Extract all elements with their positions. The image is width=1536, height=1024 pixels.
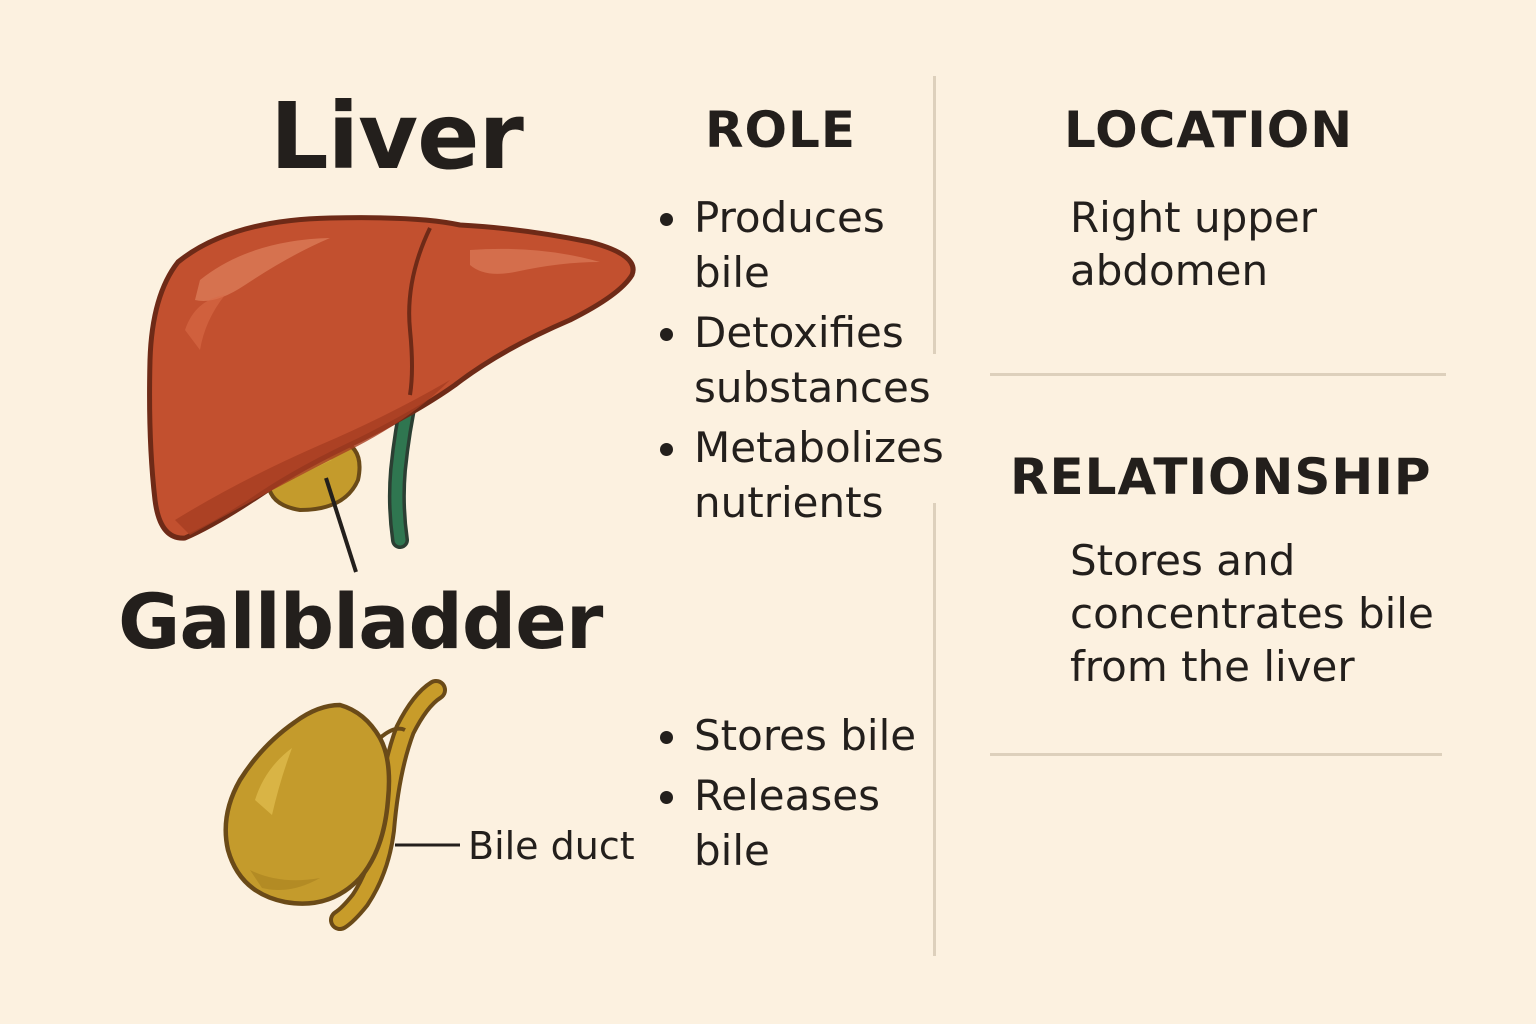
gallbladder-illustration	[223, 679, 460, 931]
vertical-divider	[933, 76, 936, 354]
gallbladder-role-item: Stores bile	[658, 708, 964, 763]
liver-role-item: Detoxifies substances	[658, 305, 964, 415]
gallbladder-title: Gallbladder	[118, 577, 603, 666]
horizontal-divider	[990, 753, 1442, 756]
gallbladder-role-list: Stores bile Releases bile	[658, 708, 964, 883]
liver-role-item: Produces bile	[658, 190, 964, 300]
location-heading: LOCATION	[1064, 101, 1354, 159]
gallbladder-role-item: Releases bile	[658, 768, 964, 878]
location-text: Right upper abdomen	[1070, 193, 1317, 295]
liver-title: Liver	[270, 83, 524, 190]
liver-role-list: Produces bile Detoxifies substances Meta…	[658, 190, 964, 535]
liver-role-item: Metabolizes nutrients	[658, 420, 964, 530]
role-heading: ROLE	[705, 101, 857, 159]
relationship-text: Stores and concentrates bile from the li…	[1070, 536, 1434, 691]
horizontal-divider	[990, 373, 1446, 376]
liver-illustration	[147, 215, 636, 573]
relationship-heading: RELATIONSHIP	[1010, 448, 1432, 506]
bile-duct-label: Bile duct	[468, 824, 635, 868]
vertical-divider	[933, 503, 936, 956]
